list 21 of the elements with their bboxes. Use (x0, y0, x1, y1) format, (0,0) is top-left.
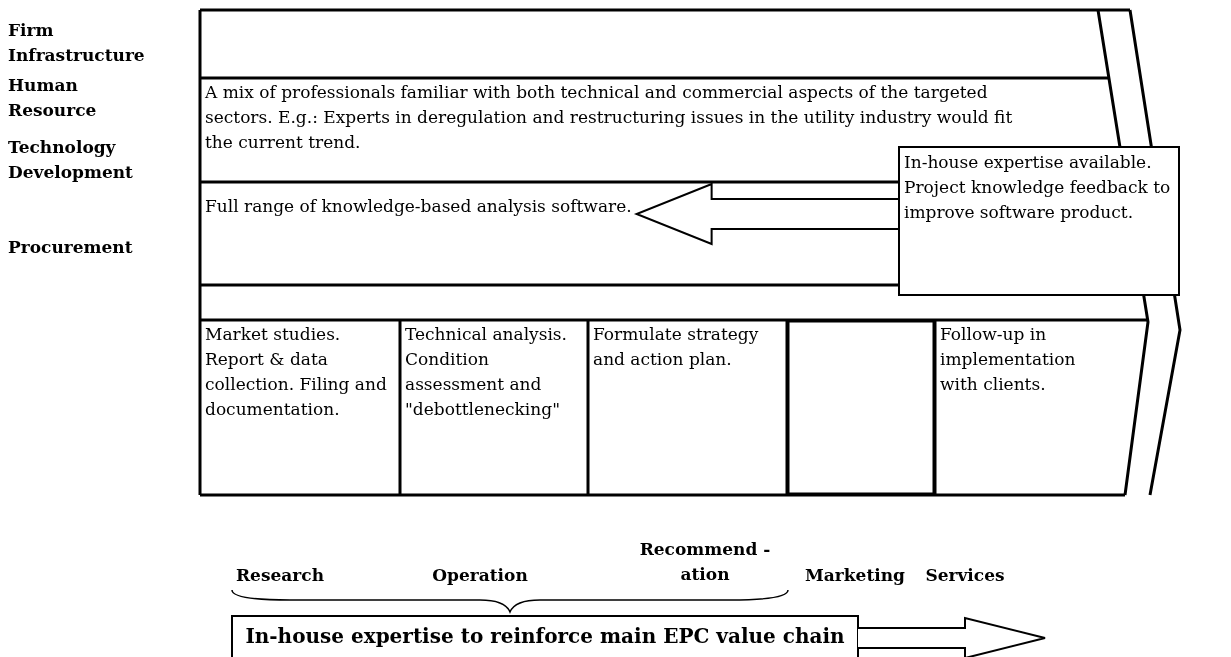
activity-label: Human Resource (8, 74, 98, 122)
activity-label: Firm Infrastructure (8, 19, 146, 67)
description-text: Full range of knowledge-based analysis software. (205, 195, 632, 218)
activity-label: Research (235, 564, 325, 587)
activity-label: Technology Development (8, 136, 134, 184)
description-text: Formulate strategy and action plan. (593, 323, 760, 371)
activity-label: Procurement (8, 236, 134, 259)
description-text: Follow-up in implementation with clients. (940, 323, 1077, 396)
activity-label: Recommend - ation (638, 538, 772, 586)
block-arrow (857, 616, 1046, 657)
description-text: In-house expertise available. Project knowledge feedback to improve software product. (904, 151, 1172, 224)
activity-label: Services (924, 564, 1006, 587)
activity-label: Operation (431, 564, 529, 587)
description-text: A mix of professionals familiar with both technical and commercial aspects of the targeted sectors. E.g.: Experts in deregulation and restructuring issues in the utility industry would fit the current trend. (205, 81, 1014, 154)
banner-text: In-house expertise to reinforce main EPC value chain (245, 623, 845, 650)
description-text: Technical analysis. Condition assessment and "debottlenecking" (405, 323, 568, 421)
description-text: Market studies. Report & data collection. Filing and documentation. (205, 323, 388, 421)
callout-box (898, 146, 1180, 296)
activity-label: Marketing (804, 564, 906, 587)
activity-cell (787, 320, 935, 495)
block-arrow (633, 182, 899, 246)
